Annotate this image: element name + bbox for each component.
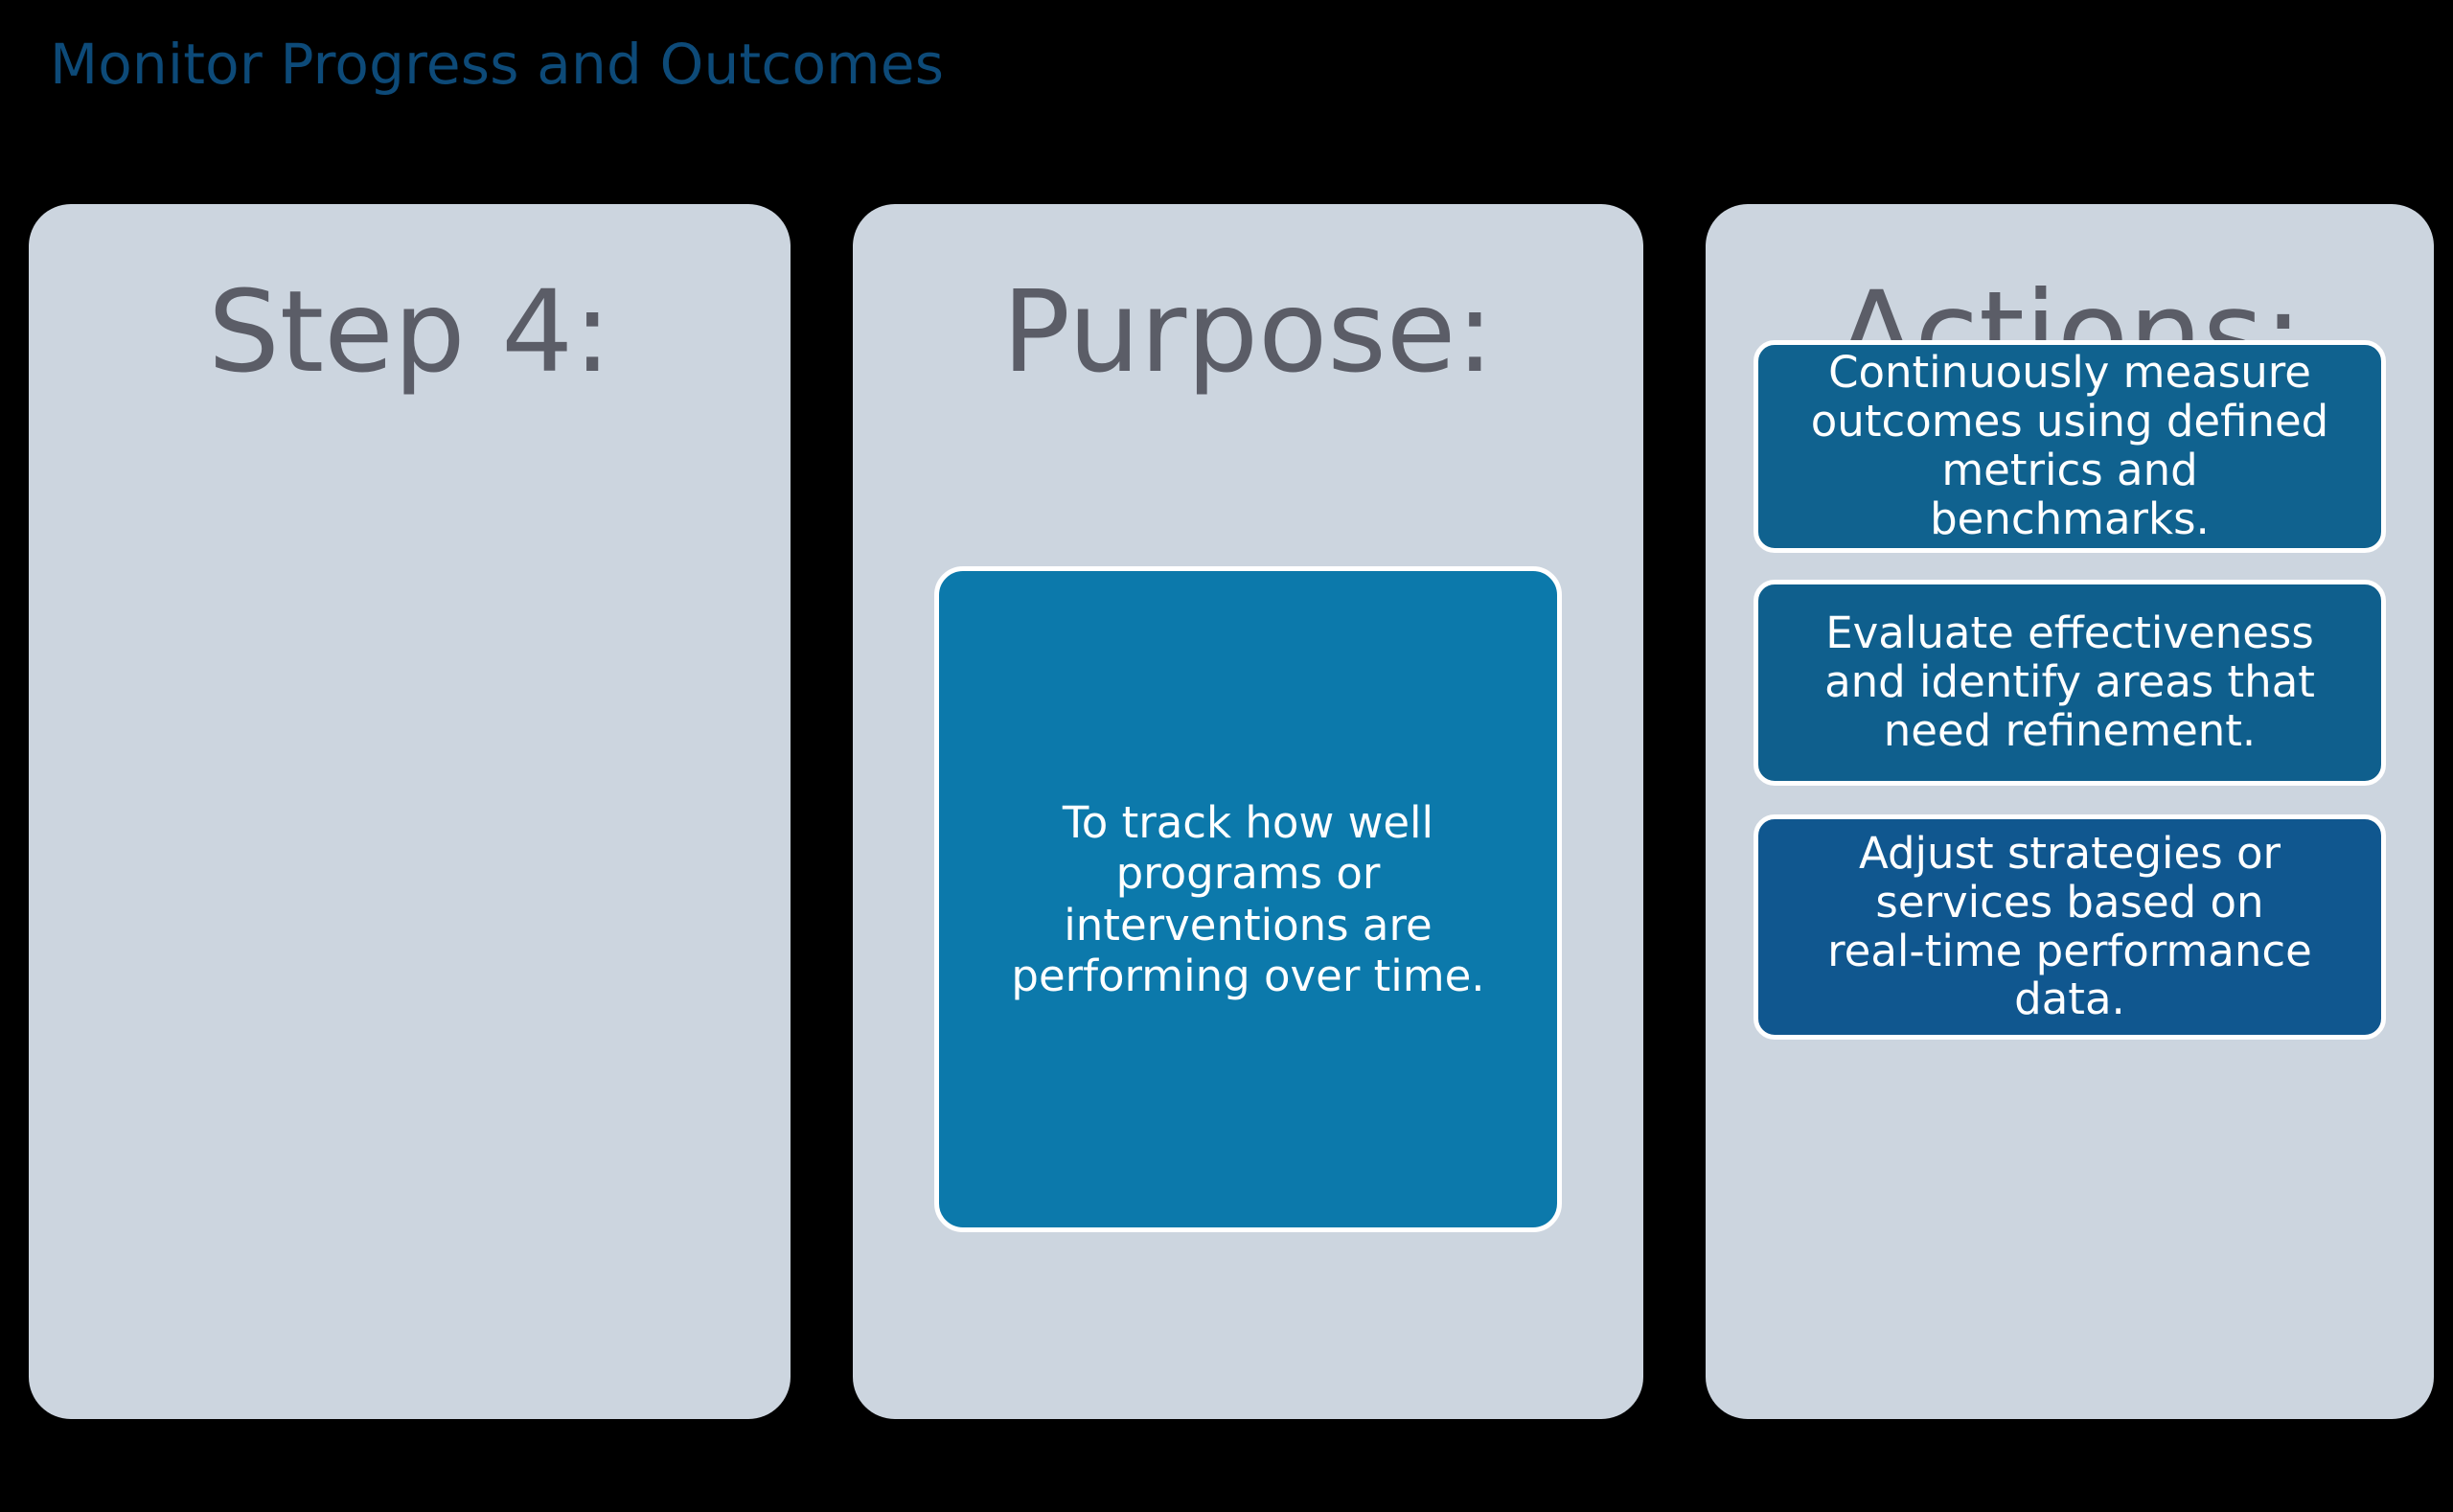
- action-box-1-text: Continuously measure outcomes using defi…: [1810, 347, 2329, 544]
- card-step: Step 4:: [29, 204, 791, 1419]
- purpose-panel: To track how well programs or interventi…: [934, 566, 1562, 1232]
- purpose-panel-text: To track how well programs or interventi…: [1011, 797, 1485, 1001]
- action-box-2-text: Evaluate effectiveness and identify area…: [1824, 607, 2315, 756]
- card-purpose-heading: Purpose:: [1001, 265, 1495, 398]
- card-actions: Actions: Continuously measure outcomes u…: [1706, 204, 2434, 1419]
- action-box-1: Continuously measure outcomes using defi…: [1754, 340, 2386, 553]
- page-title: Monitor Progress and Outcomes: [50, 32, 945, 97]
- action-box-3: Adjust strategies or services based on r…: [1754, 814, 2386, 1040]
- card-step-heading: Step 4:: [207, 265, 611, 398]
- columns-container: Step 4: Purpose: To track how well progr…: [0, 204, 2453, 1419]
- action-box-3-text: Adjust strategies or services based on r…: [1827, 827, 2312, 1025]
- action-box-2: Evaluate effectiveness and identify area…: [1754, 580, 2386, 786]
- card-purpose: Purpose: To track how well programs or i…: [853, 204, 1643, 1419]
